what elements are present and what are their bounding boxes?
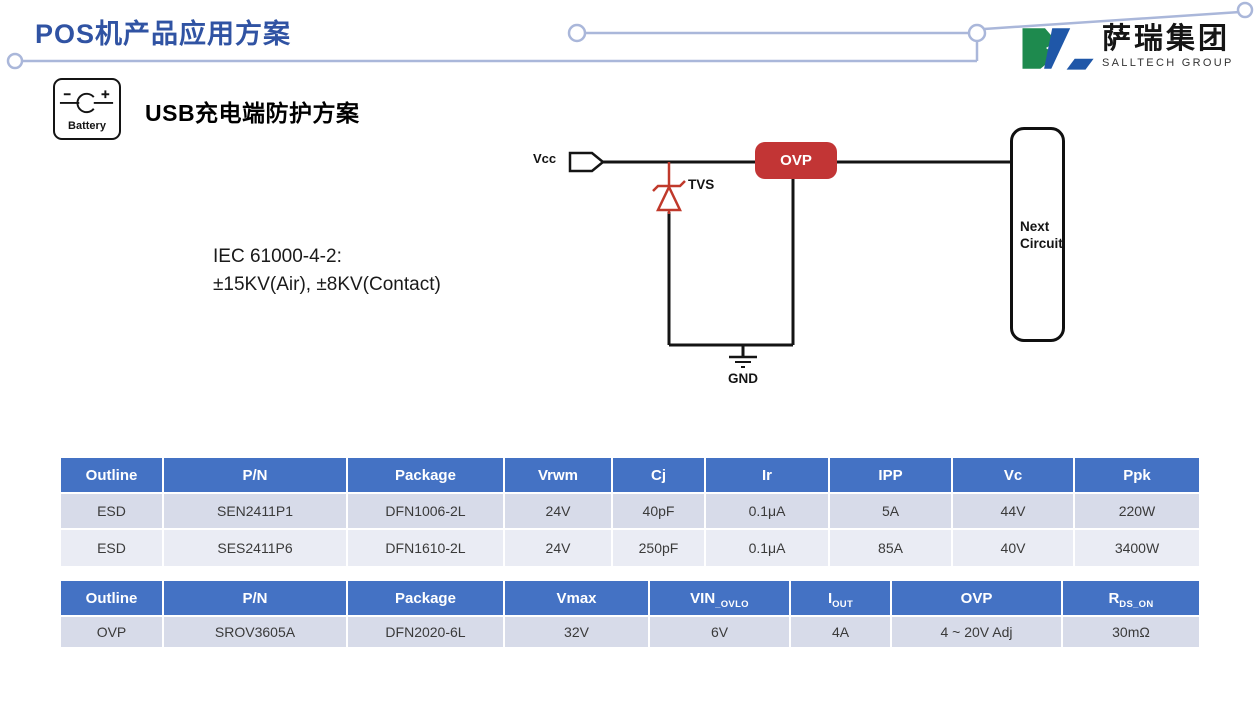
iec-standard-line1: IEC 61000-4-2: — [213, 246, 342, 267]
column-header: IPP — [828, 456, 953, 494]
next-circuit-line2: Circuit — [1020, 235, 1063, 251]
deco-node-icon — [567, 23, 587, 43]
table-cell: DFN2020-6L — [346, 615, 505, 649]
table-row: ESD SES2411P6 DFN1610-2L 24V 250pF 0.1μA… — [59, 528, 1201, 568]
next-circuit-line1: Next — [1020, 218, 1050, 234]
battery-symbol-icon — [59, 90, 114, 114]
table-header-row: Outline P/N Package Vmax VIN_OVLO IOUT O… — [59, 579, 1201, 617]
table-cell: 32V — [503, 615, 650, 649]
column-header: Ppk — [1073, 456, 1201, 494]
page-title: POS机产品应用方案 — [35, 19, 292, 49]
next-circuit-block: Next Circuit — [1010, 127, 1065, 342]
column-header: Ir — [704, 456, 830, 494]
ground-symbol-icon — [729, 345, 757, 368]
table-cell: 4 ~ 20V Adj — [890, 615, 1063, 649]
table-cell: DFN1610-2L — [346, 528, 505, 568]
tvs-label: TVS — [688, 177, 715, 192]
table-cell: SROV3605A — [162, 615, 348, 649]
column-header: Vmax — [503, 579, 650, 617]
table-row: OVP SROV3605A DFN2020-6L 32V 6V 4A 4 ~ 2… — [59, 615, 1201, 649]
table-cell: 24V — [503, 492, 613, 530]
vcc-terminal-icon — [568, 151, 605, 173]
table-cell: ESD — [59, 528, 164, 568]
iec-standard-line2: ±15KV(Air), ±8KV(Contact) — [213, 274, 441, 295]
table-cell: ESD — [59, 492, 164, 530]
column-header: RDS_ON — [1061, 579, 1201, 617]
column-header: Outline — [59, 579, 164, 617]
table-cell: 0.1μA — [704, 492, 830, 530]
table-cell: 0.1μA — [704, 528, 830, 568]
company-logo-text: 萨瑞集团 SALLTECH GROUP — [1102, 23, 1242, 69]
circuit-wires — [568, 151, 1011, 368]
column-header: Vrwm — [503, 456, 613, 494]
table-cell: 44V — [951, 492, 1075, 530]
table-cell: 4A — [789, 615, 892, 649]
ovp-block: OVP — [755, 142, 837, 179]
column-header: VIN_OVLO — [648, 579, 791, 617]
column-header: P/N — [162, 456, 348, 494]
deco-node-icon — [967, 23, 987, 43]
logo-name-cn: 萨瑞集团 — [1102, 23, 1231, 55]
column-header: IOUT — [789, 579, 892, 617]
table-cell: 3400W — [1073, 528, 1201, 568]
table-cell: 85A — [828, 528, 953, 568]
company-logo-icon — [1022, 28, 1094, 70]
table-header-row: Outline P/N Package Vrwm Cj Ir IPP Vc Pp… — [59, 456, 1201, 494]
battery-icon-label: Battery — [68, 120, 106, 132]
table-cell: 40pF — [611, 492, 706, 530]
column-header: OVP — [890, 579, 1063, 617]
section-subtitle: USB充电端防护方案 — [145, 100, 360, 126]
table-cell: 220W — [1073, 492, 1201, 530]
column-header: P/N — [162, 579, 348, 617]
column-header: Vc — [951, 456, 1075, 494]
column-header: Outline — [59, 456, 164, 494]
table-cell: SEN2411P1 — [162, 492, 348, 530]
deco-node-icon — [1236, 1, 1254, 19]
logo-name-en: SALLTECH GROUP — [1102, 57, 1234, 69]
tvs-diode-icon — [652, 162, 686, 214]
vcc-label: Vcc — [533, 151, 557, 166]
ovp-part-table: Outline P/N Package Vmax VIN_OVLO IOUT O… — [59, 579, 1201, 649]
table-row: ESD SEN2411P1 DFN1006-2L 24V 40pF 0.1μA … — [59, 492, 1201, 530]
column-header: Package — [346, 456, 505, 494]
table-cell: 24V — [503, 528, 613, 568]
table-cell: OVP — [59, 615, 164, 649]
column-header: Package — [346, 579, 505, 617]
table-cell: 5A — [828, 492, 953, 530]
iec-standard-text: IEC 61000-4-2: ±15KV(Air), ±8KV(Contact) — [213, 243, 441, 299]
deco-node-icon — [6, 52, 24, 70]
table-cell: 40V — [951, 528, 1075, 568]
battery-icon: Battery — [53, 78, 121, 140]
gnd-label: GND — [728, 371, 758, 386]
table-cell: DFN1006-2L — [346, 492, 505, 530]
column-header: Cj — [611, 456, 706, 494]
table-cell: 250pF — [611, 528, 706, 568]
table-cell: 6V — [648, 615, 791, 649]
table-cell: SES2411P6 — [162, 528, 348, 568]
table-cell: 30mΩ — [1061, 615, 1201, 649]
esd-parts-table: Outline P/N Package Vrwm Cj Ir IPP Vc Pp… — [59, 456, 1201, 568]
